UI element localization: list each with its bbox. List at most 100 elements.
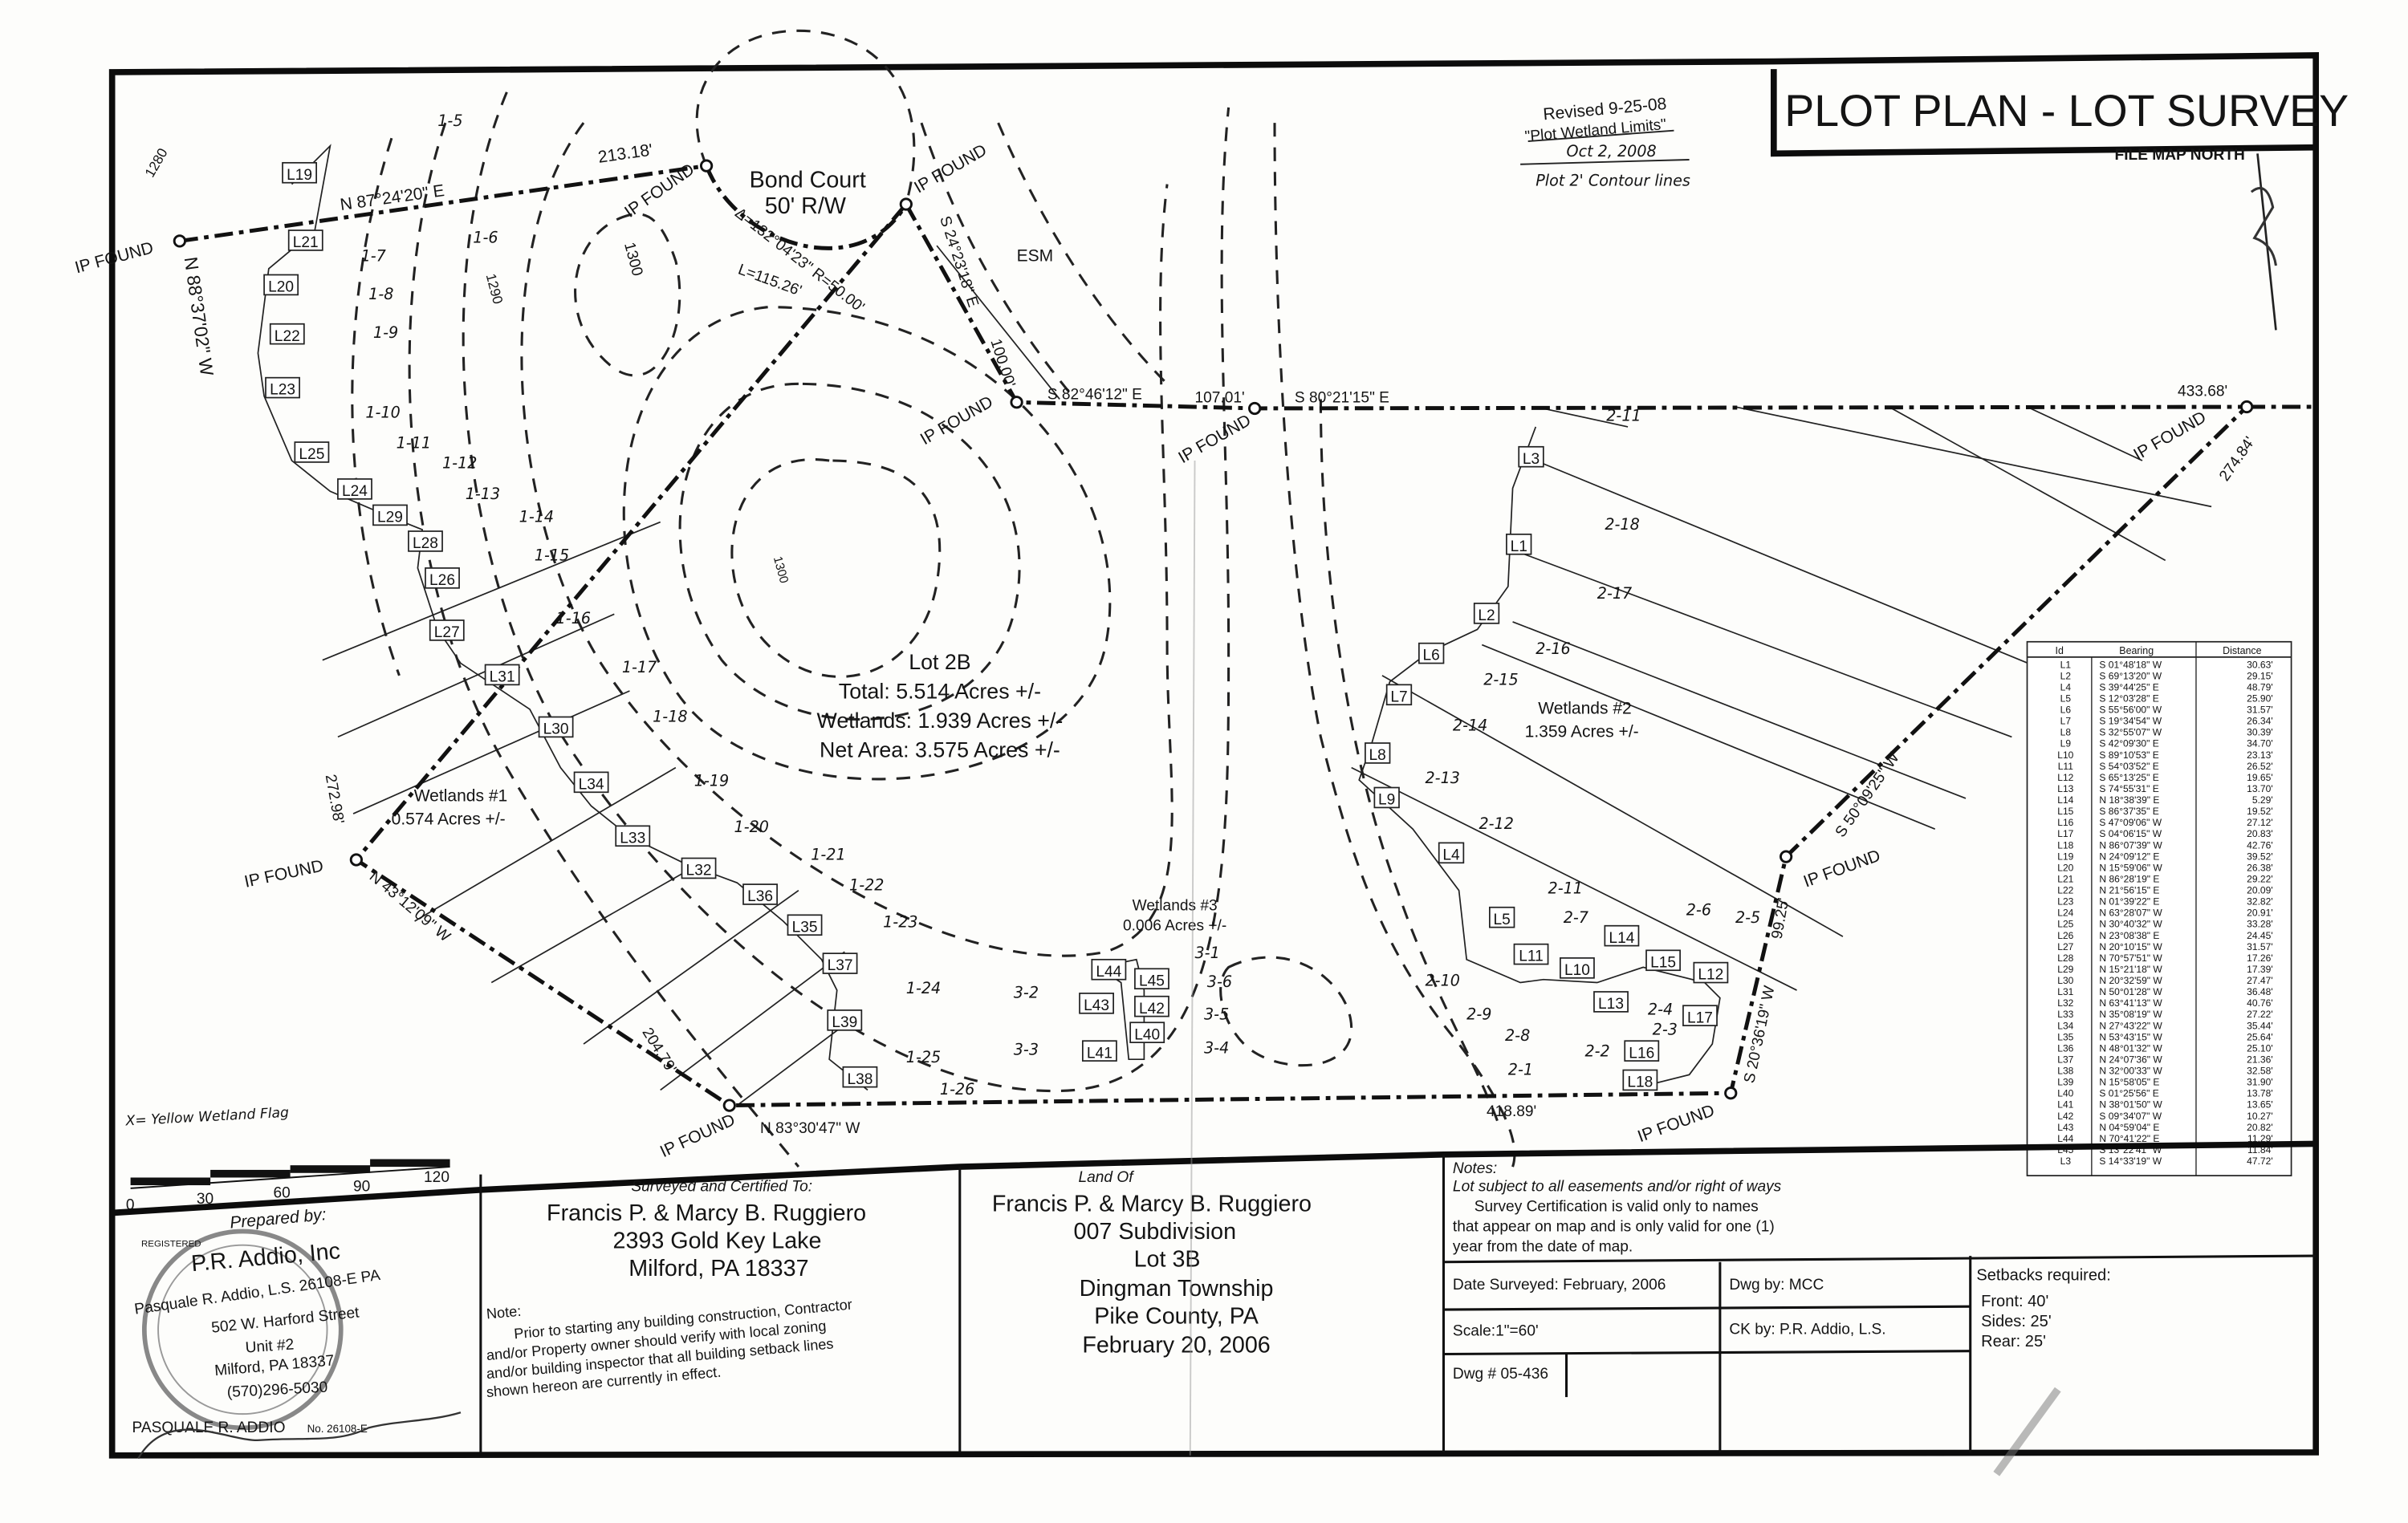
svg-text:L28: L28 <box>2057 952 2073 964</box>
svg-text:N 63°28'07" W: N 63°28'07" W <box>2099 908 2162 919</box>
wetland-flag-label: 2-11 <box>1606 406 1641 424</box>
line-label-group: L1L2L3L4L5L6L7L8L9L10L11L12L13L14L15L16L… <box>263 161 1729 1091</box>
svg-text:5.29': 5.29' <box>2252 794 2273 806</box>
svg-text:L5: L5 <box>2060 692 2072 704</box>
svg-text:L23: L23 <box>2057 896 2073 908</box>
svg-text:S 01°25'56" E: S 01°25'56" E <box>2099 1088 2158 1099</box>
svg-text:32.58': 32.58' <box>2247 1066 2272 1077</box>
land-of-block: Land Of Francis P. & Marcy B. Ruggiero 0… <box>992 1169 1312 1358</box>
svg-text:Pike County, PA: Pike County, PA <box>1094 1303 1259 1329</box>
svg-text:S 89°10'53" E: S 89°10'53" E <box>2099 749 2158 761</box>
wetland-hatching <box>322 406 2212 1107</box>
svg-text:L9: L9 <box>2060 738 2072 749</box>
svg-text:L8: L8 <box>2060 727 2072 738</box>
wetland-flag-label: 3-6 <box>1207 973 1232 991</box>
line-label-l34: L34 <box>573 771 609 793</box>
line-label-l2: L2 <box>1473 603 1500 624</box>
svg-text:25.10': 25.10' <box>2247 1042 2272 1054</box>
svg-text:L10: L10 <box>2057 749 2073 761</box>
svg-text:L14: L14 <box>1609 930 1634 947</box>
svg-text:S 01°48'18" W: S 01°48'18" W <box>2099 659 2162 670</box>
scale-tick-label: 60 <box>274 1184 291 1201</box>
svg-text:L9: L9 <box>1378 792 1395 809</box>
wetland-flag-label: 2-9 <box>1466 1005 1491 1023</box>
line-label-l11: L11 <box>1513 943 1549 965</box>
svg-text:L31: L31 <box>490 669 515 686</box>
wetland-flag-label: 2-13 <box>1426 769 1460 787</box>
svg-text:L45: L45 <box>1139 973 1165 989</box>
svg-text:L5: L5 <box>1494 912 1511 928</box>
svg-text:L12: L12 <box>1698 967 1723 984</box>
line-label-l6: L6 <box>1418 642 1445 664</box>
svg-text:IP FOUND: IP FOUND <box>657 1111 738 1161</box>
line-label-l30: L30 <box>538 716 574 738</box>
wetland-flag-label: 2-5 <box>1735 908 1760 927</box>
svg-text:25.90': 25.90' <box>2247 692 2272 704</box>
svg-text:Sides: 25': Sides: 25' <box>1981 1313 2052 1330</box>
svg-text:26.34': 26.34' <box>2247 716 2272 727</box>
svg-text:29.22': 29.22' <box>2247 873 2272 884</box>
certified-to-block: Surveyed and Certified To: Francis P. & … <box>547 1179 866 1281</box>
line-label-l19: L19 <box>282 161 317 184</box>
svg-text:27.47': 27.47' <box>2247 975 2272 986</box>
svg-text:L31: L31 <box>2057 986 2073 997</box>
sheet-border <box>108 52 2320 1459</box>
svg-text:L3: L3 <box>2060 1155 2072 1167</box>
signature <box>137 1411 462 1460</box>
svg-text:19.65': 19.65' <box>2247 772 2272 783</box>
title-box <box>1770 69 2316 157</box>
wetland-flag-label: 2-6 <box>1686 900 1711 919</box>
line-label-l42: L42 <box>1134 995 1169 1017</box>
svg-text:N 21°56'15" E: N 21°56'15" E <box>2099 885 2159 896</box>
svg-text:19.52': 19.52' <box>2247 806 2272 817</box>
svg-text:IP FOUND: IP FOUND <box>242 856 325 891</box>
wetland-flag-label: 2-8 <box>1505 1026 1530 1045</box>
svg-text:S 54°03'52" E: S 54°03'52" E <box>2099 761 2158 772</box>
svg-text:Wetlands #2: Wetlands #2 <box>1538 700 1632 718</box>
file-map-north-label: FILE MAP NORTH <box>2115 147 2245 164</box>
surveyor-seal-icon <box>141 1229 344 1431</box>
svg-text:S 04°06'15" W: S 04°06'15" W <box>2099 828 2162 839</box>
svg-text:S 80°21'15" E: S 80°21'15" E <box>1295 389 1389 406</box>
svg-text:Francis P. & Marcy B. Ruggiero: Francis P. & Marcy B. Ruggiero <box>992 1192 1312 1217</box>
svg-text:L15: L15 <box>1650 954 1676 971</box>
scan-artifact <box>1993 1387 2061 1476</box>
svg-text:L27: L27 <box>434 624 460 641</box>
svg-text:Wetlands #3: Wetlands #3 <box>1133 898 1218 915</box>
line-label-l12: L12 <box>1693 961 1729 984</box>
note-block: Note: Prior to starting any building con… <box>486 1297 852 1400</box>
svg-text:Net Area: 3.575 Acres +/-: Net Area: 3.575 Acres +/- <box>820 737 1060 762</box>
wetland-flag-label: 1-6 <box>473 228 498 246</box>
svg-text:N 63°41'13" W: N 63°41'13" W <box>2099 997 2162 1009</box>
svg-text:27.22': 27.22' <box>2247 1009 2272 1020</box>
svg-text:24.45': 24.45' <box>2247 930 2272 941</box>
wetland-flag-label: 1-21 <box>811 845 845 863</box>
svg-text:L37: L37 <box>2057 1054 2073 1065</box>
wetland-flag-label: 2-12 <box>1479 814 1513 833</box>
svg-text:L43: L43 <box>2057 1122 2073 1133</box>
line-label-l18: L18 <box>1622 1069 1658 1091</box>
wetland-flag-label: 1-9 <box>373 323 398 342</box>
line-label-l8: L8 <box>1365 742 1391 764</box>
svg-text:Surveyed and Certified To:: Surveyed and Certified To: <box>631 1179 812 1196</box>
wetland-flag-label: 1-5 <box>437 112 462 130</box>
prepared-by-block: REGISTERED Prepared by: P.R. Addio, Inc … <box>132 1205 462 1460</box>
contour-label: 1280 <box>141 145 170 180</box>
svg-text:35.44': 35.44' <box>2247 1020 2272 1031</box>
svg-text:213.18': 213.18' <box>597 140 654 166</box>
svg-text:S 55°56'00" W: S 55°56'00" W <box>2099 705 2162 716</box>
svg-text:N 15°21'18" W: N 15°21'18" W <box>2099 964 2162 975</box>
svg-text:L33: L33 <box>2057 1009 2073 1020</box>
svg-text:L25: L25 <box>2057 919 2073 930</box>
svg-text:13.65': 13.65' <box>2247 1099 2272 1111</box>
svg-text:P.R. Addio, Inc: P.R. Addio, Inc <box>190 1238 341 1277</box>
